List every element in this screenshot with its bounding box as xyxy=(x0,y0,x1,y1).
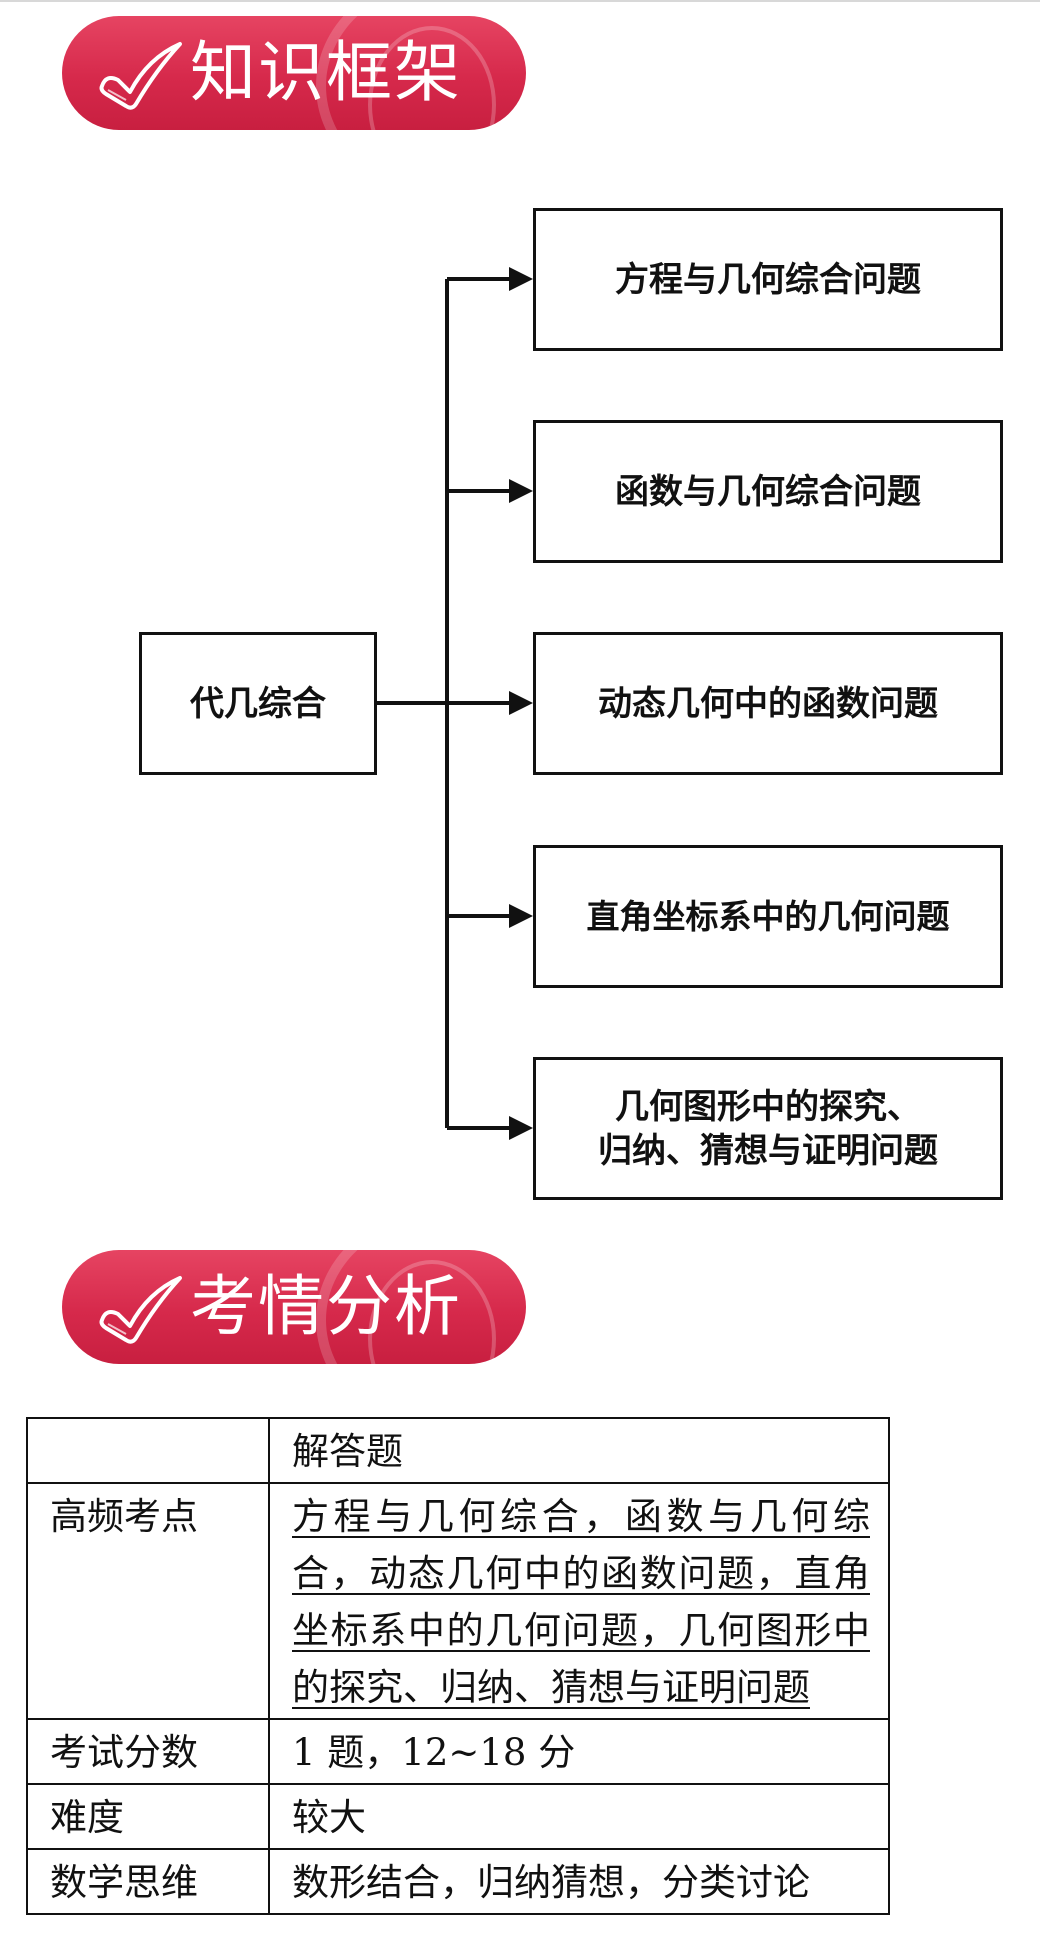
branch-node: 直角坐标系中的几何问题 xyxy=(533,845,1003,988)
branch-node-label: 归纳、猜想与证明问题 xyxy=(598,1130,938,1171)
table-row: 解答题 xyxy=(26,1417,890,1484)
table-row: 考试分数 1 题，12~18 分 xyxy=(26,1718,890,1785)
diagram-connectors xyxy=(377,267,533,1140)
key-points-text: 方程与几何综合，函数与几何综合，动态几何中的函数问题，直角坐标系中的几何问题，几… xyxy=(292,1495,870,1709)
root-node-label: 代几综合 xyxy=(190,683,326,724)
table-value-cell: 较大 xyxy=(268,1783,890,1850)
arrow-head xyxy=(509,904,533,928)
table-label-cell: 数学思维 xyxy=(26,1848,270,1915)
section-banner-analysis: 考情分析 xyxy=(62,1250,526,1364)
table-row: 高频考点 方程与几何综合，函数与几何综合，动态几何中的函数问题，直角坐标系中的几… xyxy=(26,1482,890,1720)
check-icon xyxy=(99,1276,182,1344)
arrow-head xyxy=(509,1116,533,1140)
check-icon xyxy=(99,42,182,110)
section-title: 知识框架 xyxy=(190,34,462,111)
arrow-head xyxy=(509,479,533,503)
arrow-head xyxy=(509,691,533,715)
table-cell-empty xyxy=(26,1417,270,1484)
knowledge-diagram: 代几综合 方程与几何综合问题 函数与几何综合问题 动态几何中的函数问题 直角坐标… xyxy=(139,208,1003,1200)
branch-node: 方程与几何综合问题 xyxy=(533,208,1003,351)
branch-node: 几何图形中的探究、 归纳、猜想与证明问题 xyxy=(533,1057,1003,1200)
table-label-cell: 考试分数 xyxy=(26,1718,270,1785)
banner-decoration xyxy=(316,1250,526,1364)
section-banner-framework: 知识框架 xyxy=(62,16,526,130)
top-rule xyxy=(0,0,1040,2)
table-row: 难度 较大 xyxy=(26,1783,890,1850)
branch-node-label: 几何图形中的探究、 xyxy=(615,1086,921,1127)
branch-node-label: 直角坐标系中的几何问题 xyxy=(586,896,950,936)
branch-node: 动态几何中的函数问题 xyxy=(533,632,1003,775)
table-value-cell: 数形结合，归纳猜想，分类讨论 xyxy=(268,1848,890,1915)
branch-node-label: 方程与几何综合问题 xyxy=(615,259,921,300)
section-title: 考情分析 xyxy=(190,1268,462,1345)
table-row: 数学思维 数形结合，归纳猜想，分类讨论 xyxy=(26,1848,890,1915)
table-label-cell: 高频考点 xyxy=(26,1482,270,1720)
table-cell: 解答题 xyxy=(268,1417,890,1484)
branch-node: 函数与几何综合问题 xyxy=(533,420,1003,563)
table-label-cell: 难度 xyxy=(26,1783,270,1850)
branch-node-label: 函数与几何综合问题 xyxy=(615,471,921,512)
table-value-cell: 1 题，12~18 分 xyxy=(268,1718,890,1785)
branch-node-label: 动态几何中的函数问题 xyxy=(598,683,938,724)
banner-decoration xyxy=(316,16,526,130)
arrow-head xyxy=(509,267,533,291)
root-node: 代几综合 xyxy=(139,632,377,775)
table-value-cell: 方程与几何综合，函数与几何综合，动态几何中的函数问题，直角坐标系中的几何问题，几… xyxy=(268,1482,890,1720)
analysis-table: 解答题 高频考点 方程与几何综合，函数与几何综合，动态几何中的函数问题，直角坐标… xyxy=(26,1417,890,1915)
